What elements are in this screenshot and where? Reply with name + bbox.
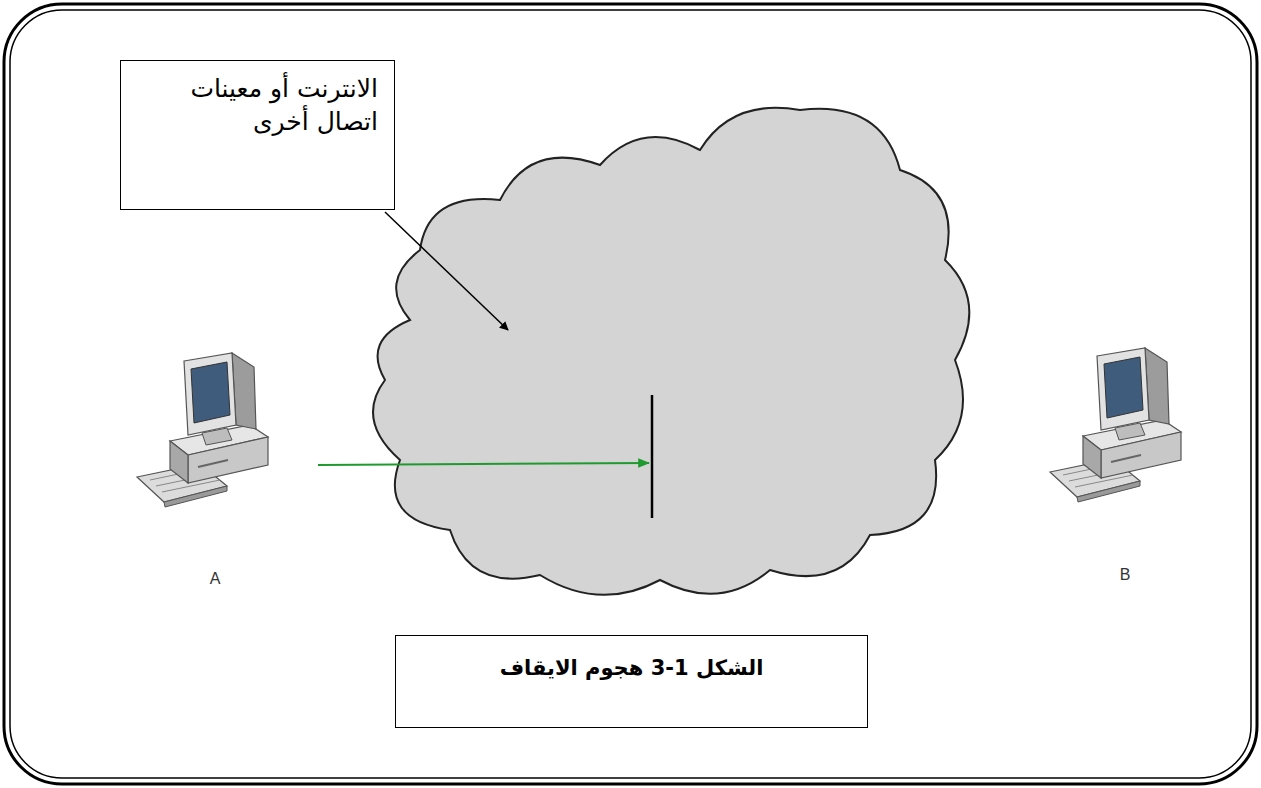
computer-label: A xyxy=(210,570,221,588)
network-cloud xyxy=(373,108,969,595)
computer-icon xyxy=(137,353,268,507)
computer-label: B xyxy=(1120,566,1131,584)
interruption-bar xyxy=(651,395,654,518)
inner-frame xyxy=(10,10,1251,778)
outer-frame xyxy=(4,4,1257,784)
computer-icon xyxy=(1050,348,1181,502)
callout-text: الانترنت أو معينات اتصال أخرى xyxy=(137,73,378,138)
callout-box: الانترنت أو معينات اتصال أخرى xyxy=(120,60,395,210)
caption-box: الشكل 1-3 هجوم الايقاف xyxy=(395,635,868,728)
figure-caption: الشكل 1-3 هجوم الايقاف xyxy=(406,656,857,680)
traffic-arrow xyxy=(318,463,649,465)
leader-arrow xyxy=(385,212,508,330)
